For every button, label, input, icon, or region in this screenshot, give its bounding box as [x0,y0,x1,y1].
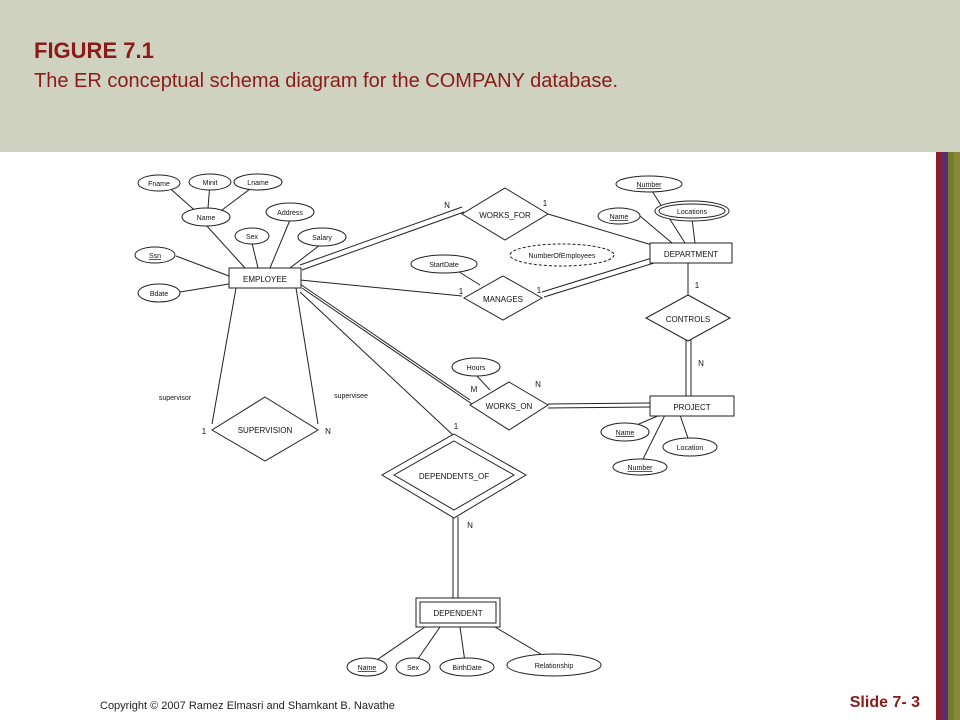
attr-sex: Sex [246,234,259,241]
figure-label: FIGURE 7.1 [34,38,154,63]
attr-dept-number: Number [637,182,663,189]
attr-proj-number: Number [628,465,654,472]
card-controls-dept: 1 [695,281,700,290]
attr-dept-name: Name [610,214,629,221]
figure-caption: The ER conceptual schema diagram for the… [34,70,618,92]
card-works-on-proj: N [535,380,541,389]
slide-header: FIGURE 7.1 The ER conceptual schema diag… [0,0,960,152]
card-manages-emp: 1 [459,287,464,296]
rel-supervision: SUPERVISION [238,426,293,435]
attr-address: Address [277,210,303,217]
card-dependents-of-emp: 1 [454,422,459,431]
slide-number: Slide 7- 3 [849,694,920,711]
attr-proj-location: Location [677,445,704,452]
attr-salary: Salary [312,235,332,242]
attr-lname: Lname [247,180,269,187]
attr-dep-name: Name [358,665,377,672]
rel-works-on: WORKS_ON [486,402,533,411]
attr-minit: Minit [203,180,218,187]
accent-bar [948,152,954,720]
rel-controls: CONTROLS [666,315,710,324]
attr-proj-name: Name [616,430,635,437]
entity-project: PROJECT [673,403,710,412]
attr-start-date: StartDate [429,262,459,269]
role-supervisor: supervisor [159,395,192,402]
attr-birth-date: BirthDate [452,665,481,672]
attr-locations: Locations [677,209,707,216]
accent-bar [936,152,942,720]
card-works-for-emp: N [444,201,450,210]
card-works-on-emp: M [471,385,478,394]
accent-bar [954,152,960,720]
attr-dep-sex: Sex [407,665,420,672]
card-supervision-right: N [325,427,331,436]
attr-number-of-employees: NumberOfEmployees [529,253,596,260]
attr-hours: Hours [467,365,486,372]
copyright-notice: Copyright © 2007 Ramez Elmasri and Shamk… [100,700,395,712]
attr-bdate: Bdate [150,291,168,298]
card-manages-dept: 1 [537,286,542,295]
role-supervisee: supervisee [334,393,368,400]
entity-department: DEPARTMENT [664,250,718,259]
card-supervision-left: 1 [202,427,207,436]
entity-dependent: DEPENDENT [433,609,482,618]
rel-dependents-of: DEPENDENTS_OF [419,472,489,481]
attr-name: Name [197,215,216,222]
card-dependents-of-dep: N [467,521,473,530]
rel-works-for: WORKS_FOR [479,211,531,220]
rel-manages: MANAGES [483,295,523,304]
attr-fname: Fname [148,181,170,188]
card-controls-proj: N [698,359,704,368]
accent-bar [942,152,948,720]
entity-employee: EMPLOYEE [243,275,287,284]
attr-ssn: Ssn [149,253,161,260]
attr-relationship: Relationship [535,663,574,670]
card-works-for-dept: 1 [543,199,548,208]
